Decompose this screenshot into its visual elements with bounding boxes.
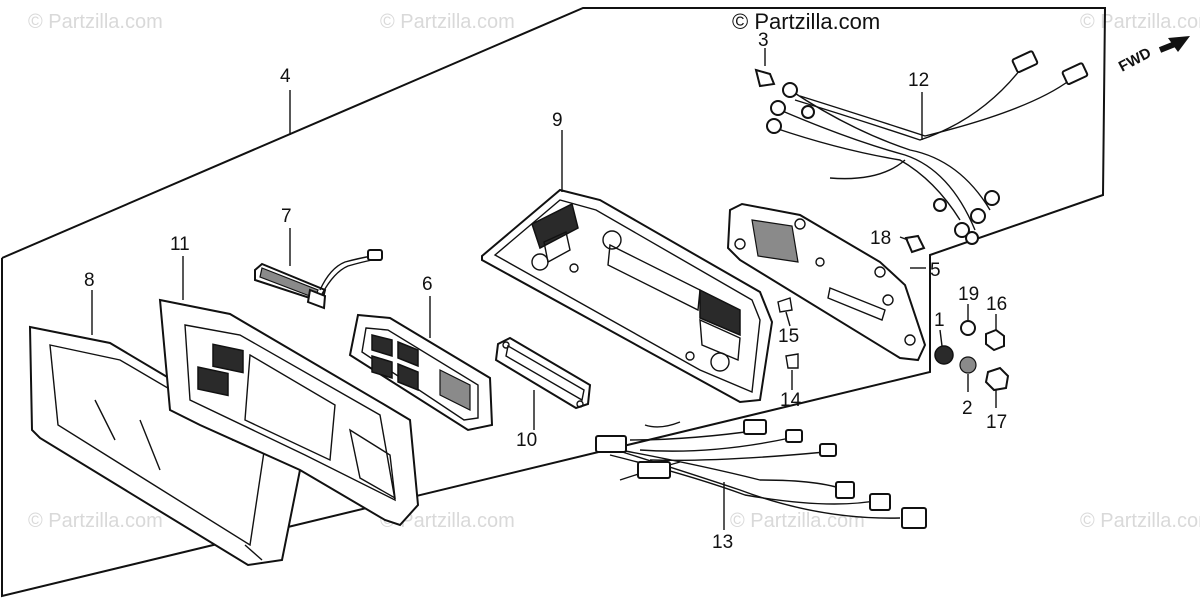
- fwd-arrow-shaft: [1158, 39, 1182, 53]
- main-harness: [766, 50, 1089, 245]
- small-hardware: [754, 68, 1010, 392]
- watermark: © Partzilla.com: [28, 11, 163, 33]
- assembly-outline: [1, 7, 1107, 598]
- callout-8: 8: [84, 270, 95, 291]
- sub-harness-socket: [254, 249, 383, 310]
- nut-part: [984, 366, 1010, 392]
- meter-case: [158, 298, 420, 527]
- washer-part: [960, 320, 976, 336]
- fwd-label: FWD: [1116, 44, 1154, 75]
- callout-2: 2: [962, 398, 973, 419]
- watermark: © Partzilla.com: [380, 510, 515, 532]
- callout-17: 17: [986, 412, 1007, 433]
- callout-11: 11: [170, 234, 190, 255]
- watermark: © Partzilla.com: [1080, 11, 1200, 33]
- callout-15: 15: [778, 326, 799, 347]
- forward-direction-indicator: FWD: [1116, 36, 1190, 76]
- back-cover-plate: [726, 202, 927, 362]
- watermark: © Partzilla.com: [1080, 510, 1200, 532]
- collar-part: [959, 356, 977, 374]
- callout-19: 19: [958, 284, 979, 305]
- leader-lines: [91, 48, 997, 530]
- meter-housing: [481, 188, 774, 404]
- copyright-text: © Partzilla.com: [732, 9, 880, 34]
- callout-18: 18: [870, 228, 891, 249]
- circuit-bracket: [494, 336, 592, 410]
- callout-12: 12: [908, 70, 929, 91]
- lower-harness: [595, 419, 927, 529]
- watermark: © Partzilla.com: [730, 510, 865, 532]
- callout-3: 3: [758, 30, 769, 51]
- bulb-part: [754, 68, 776, 88]
- grommet-part: [934, 345, 954, 365]
- screw-part: [777, 297, 793, 313]
- callout-13: 13: [712, 532, 733, 553]
- watermark: © Partzilla.com: [380, 11, 515, 33]
- callout-14: 14: [780, 390, 802, 411]
- clip-part: [904, 234, 926, 254]
- screw-part: [785, 353, 799, 369]
- callout-7: 7: [281, 206, 292, 227]
- nut-part: [985, 328, 1005, 352]
- callout-16: 16: [986, 294, 1007, 315]
- watermark: © Partzilla.com: [28, 510, 163, 532]
- callout-5: 5: [930, 260, 941, 281]
- display-unit: [348, 313, 494, 432]
- callout-1: 1: [934, 310, 945, 331]
- callout-10: 10: [516, 430, 537, 451]
- callout-9: 9: [552, 110, 563, 131]
- callout-4: 4: [280, 66, 291, 87]
- callout-6: 6: [422, 274, 433, 295]
